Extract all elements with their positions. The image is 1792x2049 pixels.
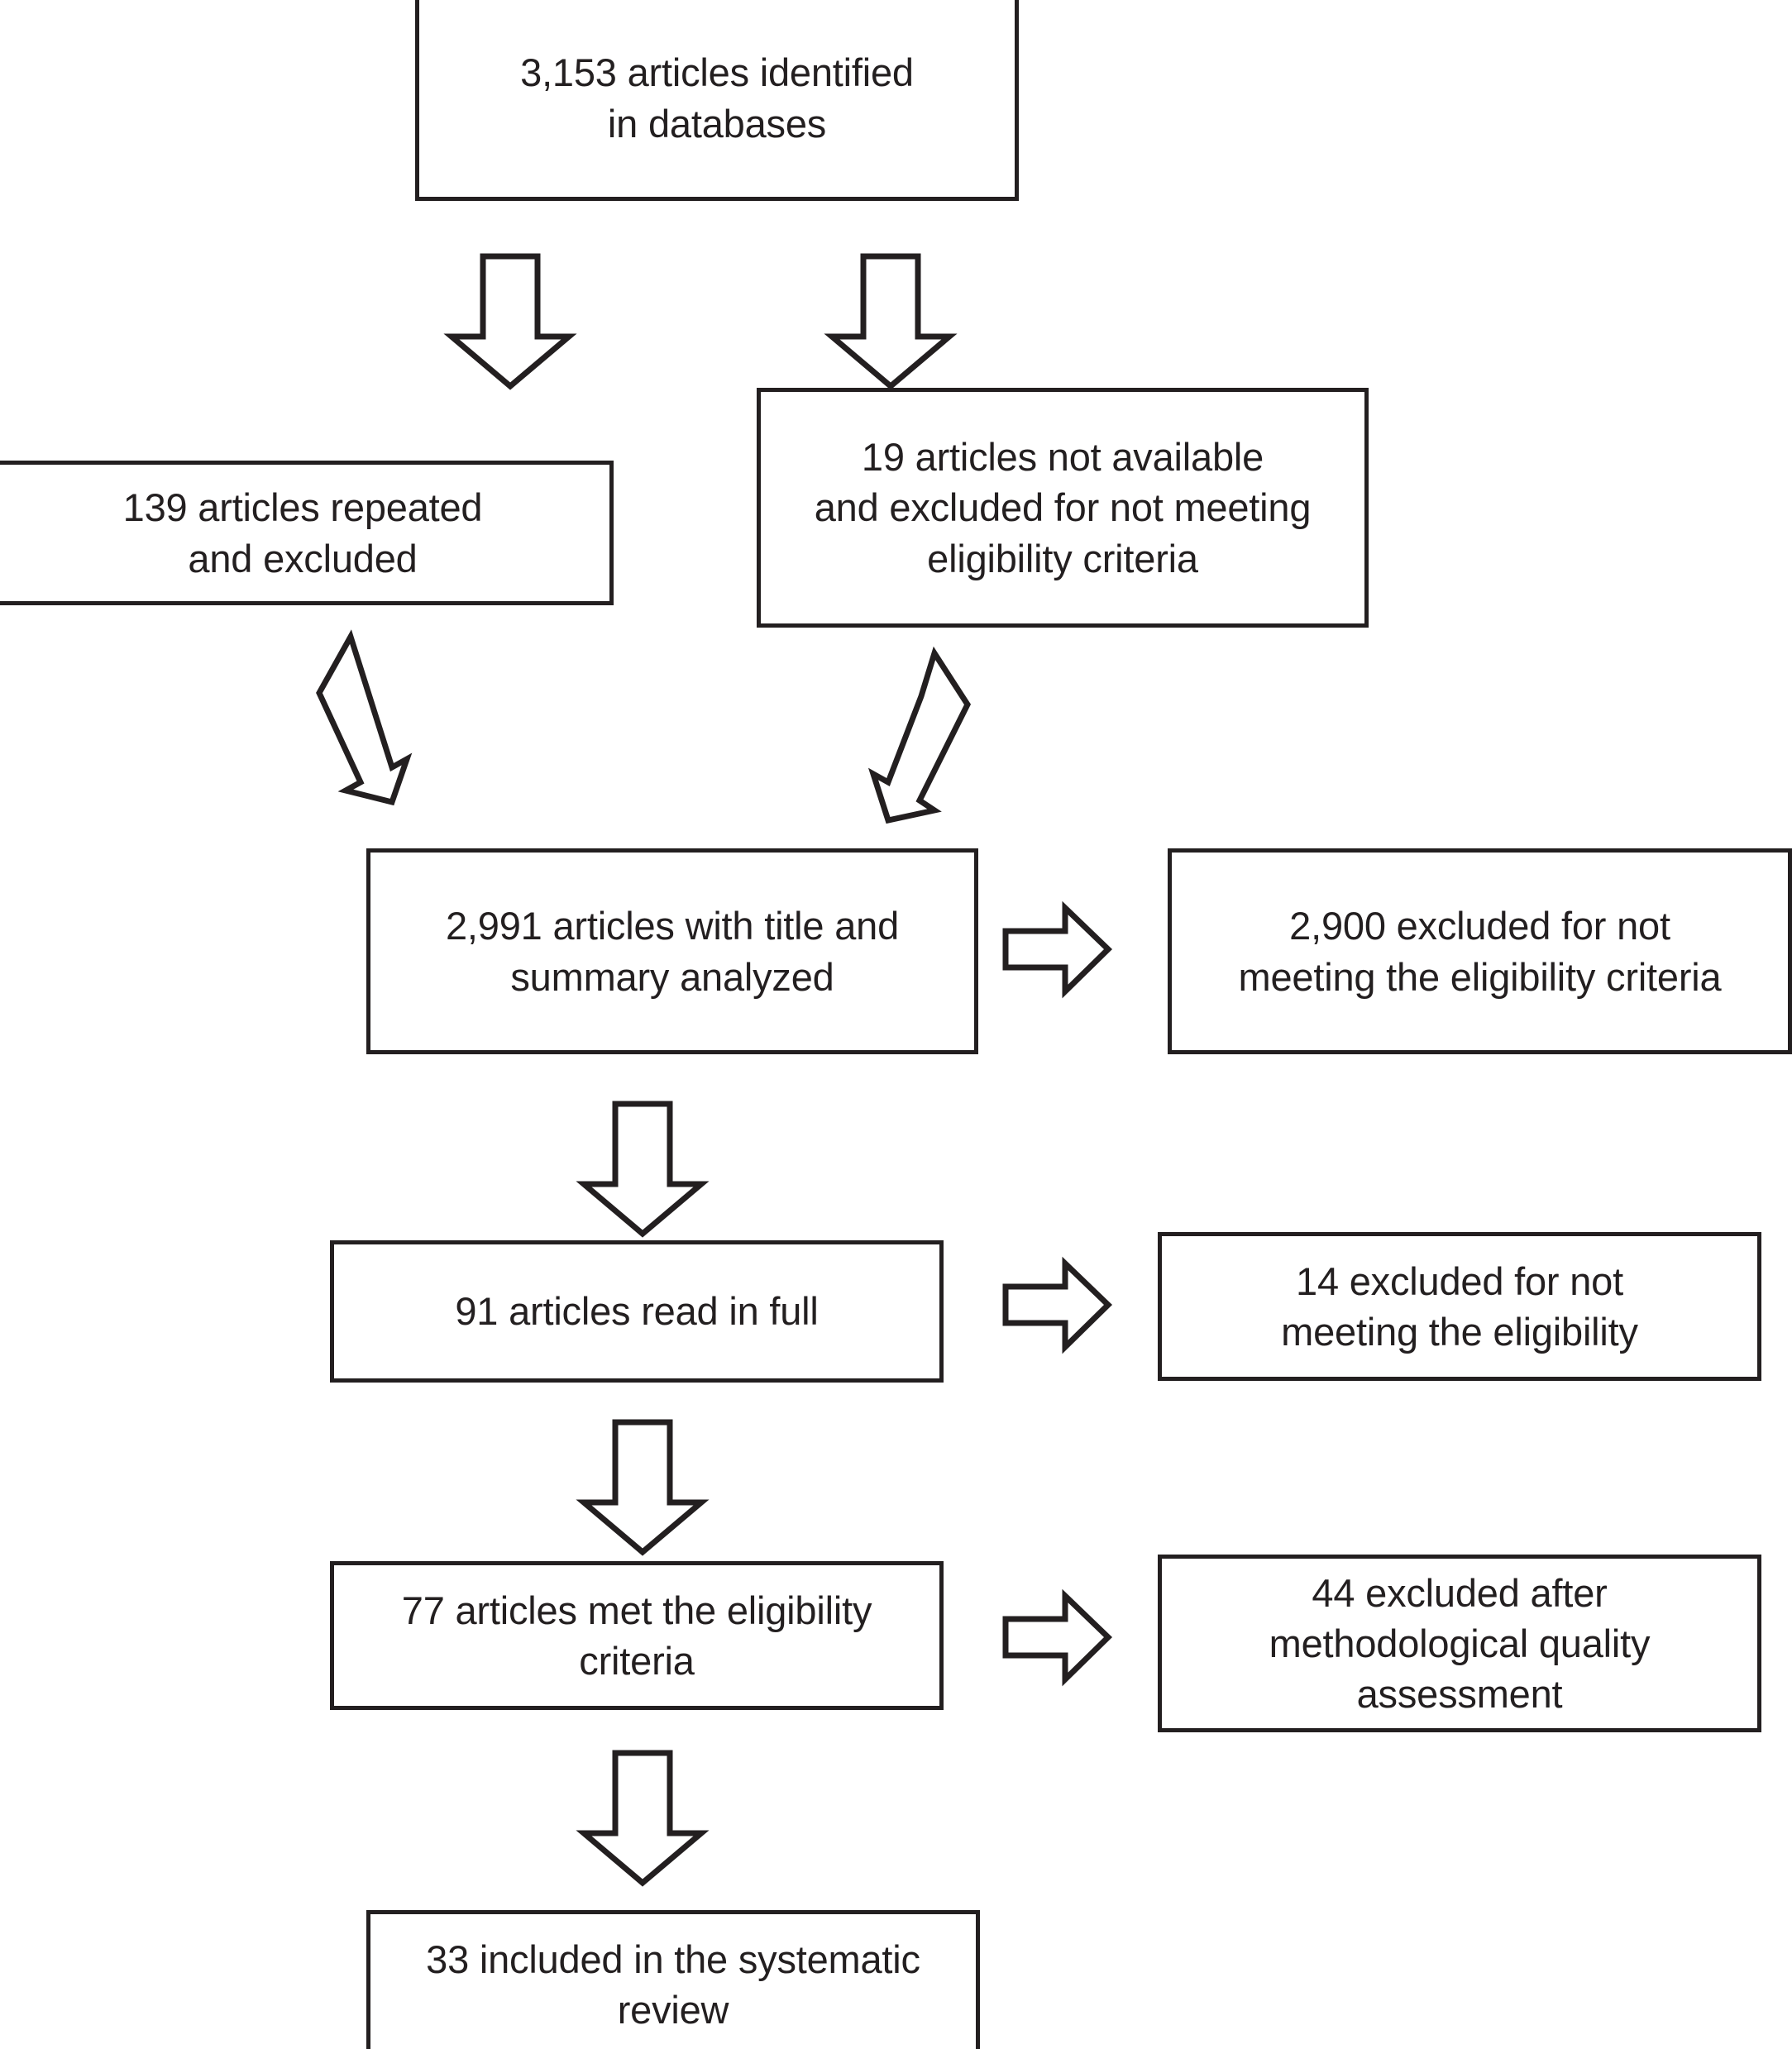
arrow-eligible-to-quality-excluded bbox=[1002, 1588, 1113, 1695]
arrow-screened-to-screen-excluded bbox=[1002, 900, 1113, 1007]
read-in-full-text: 91 articles read in full bbox=[455, 1289, 819, 1334]
arrow-identified-to-not-available bbox=[824, 253, 959, 390]
arrow-eligible-to-included bbox=[576, 1750, 711, 1887]
arrow-identified-to-repeated bbox=[443, 253, 579, 390]
arrow-screened-to-full-read bbox=[576, 1101, 711, 1238]
arrow-full-read-to-eligible bbox=[576, 1419, 711, 1556]
read-in-full-box: 91 articles read in full bbox=[330, 1240, 944, 1383]
arrow-full-read-to-full-excluded bbox=[1002, 1256, 1113, 1363]
arrow-not-available-to-screened bbox=[819, 646, 1001, 835]
arrow-repeated-to-screened bbox=[306, 629, 488, 819]
